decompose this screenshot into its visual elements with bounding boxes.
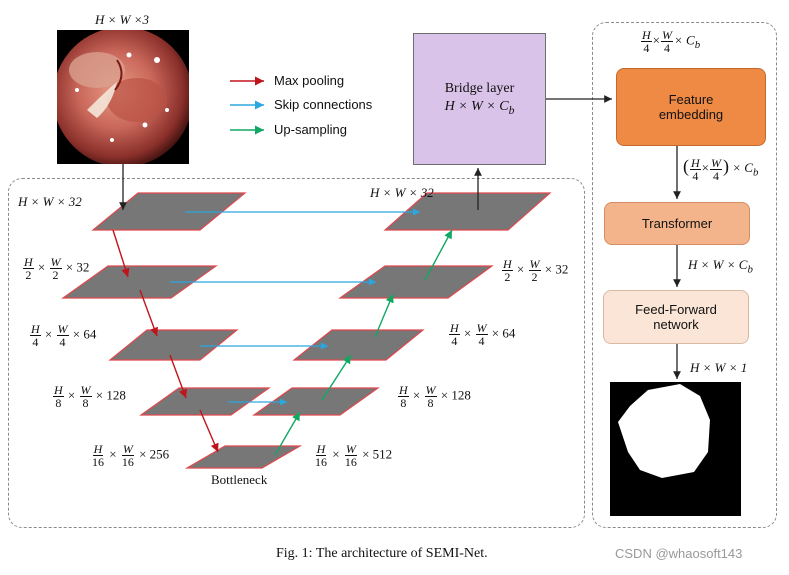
decoder-plane-4: [252, 387, 380, 416]
legend-skip-connections: Skip connections: [274, 97, 373, 112]
bottleneck-label: Bottleneck: [211, 472, 268, 487]
bridge-layer-title: Bridge layer: [444, 81, 515, 97]
max-pool-arrow-4: [199, 409, 219, 453]
upsample-arrow-2: [321, 354, 352, 401]
feed-forward-label: Feed-Forward network: [635, 302, 717, 332]
output-dims-label: H × W × 1: [690, 360, 748, 375]
encoder-label-1: H × W × 32: [18, 194, 82, 209]
legend-up-sampling: Up-sampling: [274, 122, 347, 137]
decoder-label-1: H × W × 32: [370, 185, 434, 200]
figure-caption: Fig. 1: The architecture of SEMI-Net.: [276, 546, 488, 561]
mask-region: [618, 384, 710, 478]
decoder-plane-3: [292, 329, 425, 361]
max-pool-arrow-2: [139, 289, 159, 337]
transformer-panel: [592, 22, 777, 528]
legend-max-pooling: Max pooling: [274, 73, 345, 88]
bridge-layer-formula: H × W × Cb: [444, 99, 515, 117]
decoder-plane-1: [383, 192, 552, 231]
upsample-arrow-3: [374, 293, 394, 338]
encoder-plane-4: [139, 387, 271, 416]
encoder-plane-3: [108, 329, 239, 361]
encoder-plane-5: [184, 445, 303, 469]
segmentation-mask-output: [610, 382, 741, 516]
upsample-arrow-1: [274, 411, 301, 456]
unet-panel: [8, 178, 585, 528]
transformer-label: Transformer: [641, 216, 713, 231]
max-pool-arrow-3: [169, 354, 188, 399]
encoder-plane-2: [61, 265, 218, 299]
watermark: CSDN @whaosoft143: [615, 546, 743, 561]
max-pool-arrow-1: [112, 229, 130, 278]
decoder-plane-2: [338, 265, 494, 299]
legend-arrows: [230, 76, 264, 135]
endoscopy-input-image: [57, 30, 189, 164]
feature-embedding-box: Feature embedding: [616, 68, 766, 146]
upsample-arrow-4: [424, 229, 453, 281]
input-dims-label: H × W ×3: [95, 12, 150, 27]
transformer-output-dims: H × W × Cb: [688, 257, 753, 276]
bridge-layer-box: Bridge layer H × W × Cb: [413, 33, 546, 165]
transformer-box: Transformer: [604, 202, 750, 245]
feature-embedding-label: Feature embedding: [658, 92, 724, 122]
feed-forward-box: Feed-Forward network: [603, 290, 749, 344]
